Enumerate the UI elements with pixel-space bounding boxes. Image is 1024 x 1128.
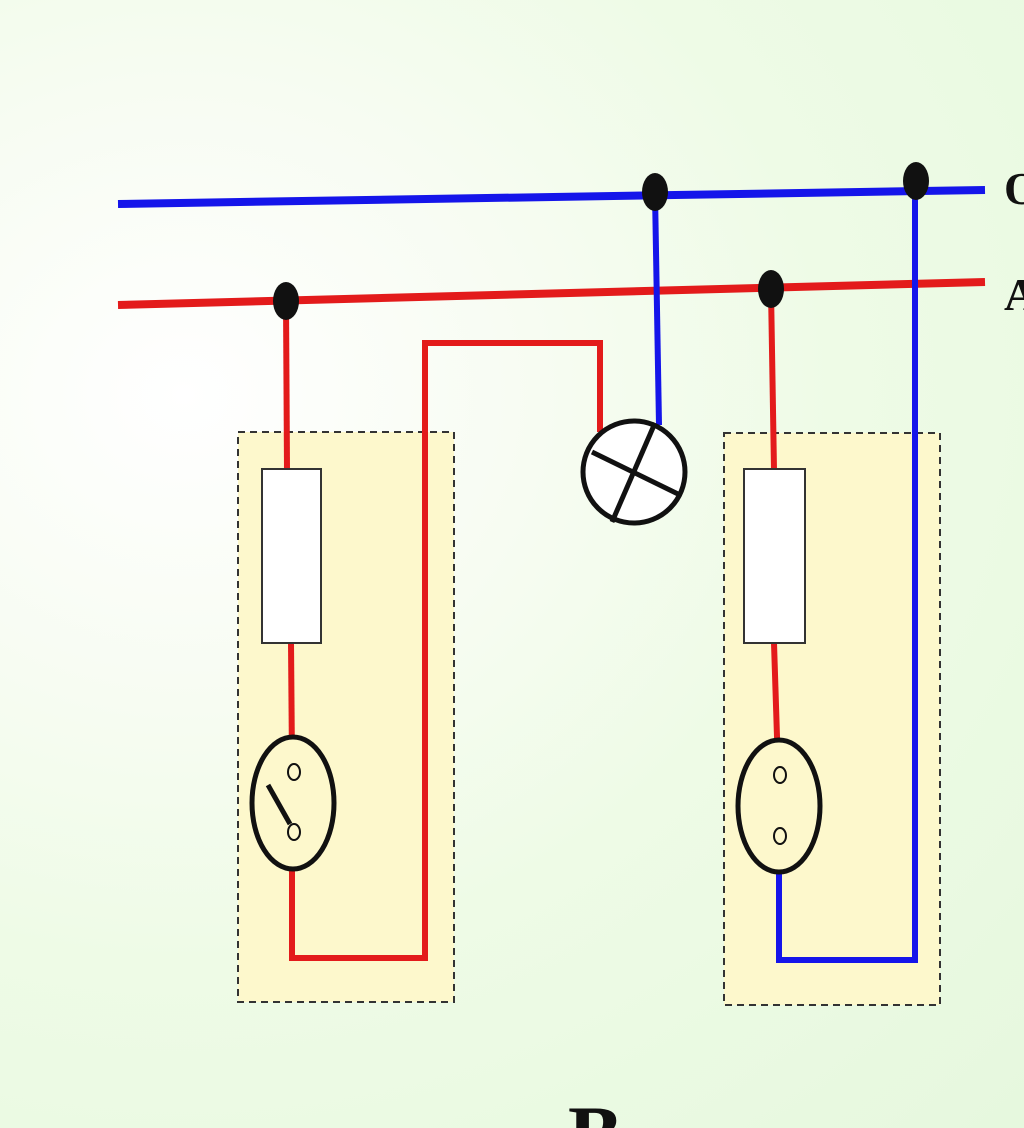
phase-line xyxy=(117,278,986,309)
left-fuse xyxy=(261,468,322,644)
lamp-neutral-wire xyxy=(652,192,662,426)
left-return-wire xyxy=(289,340,603,961)
right-phase-drop xyxy=(768,289,777,471)
right-neutral-return-wire xyxy=(776,182,918,963)
junction-dot-right-neutral xyxy=(903,162,929,200)
junction-dot-lamp-neutral xyxy=(642,173,668,211)
neutral-line-label: O xyxy=(1004,163,1024,214)
neutral-line xyxy=(117,186,986,208)
switch-symbol xyxy=(249,734,337,872)
socket-symbol xyxy=(735,737,823,875)
lamp-symbol xyxy=(580,418,688,526)
right-fuse xyxy=(743,468,806,644)
diagram-caption: B xyxy=(568,1089,623,1128)
left-phase-drop xyxy=(283,302,290,471)
phase-line-label: A xyxy=(1004,269,1024,320)
junction-dot-left-phase xyxy=(273,282,299,320)
junction-dot-right-phase xyxy=(758,270,784,308)
